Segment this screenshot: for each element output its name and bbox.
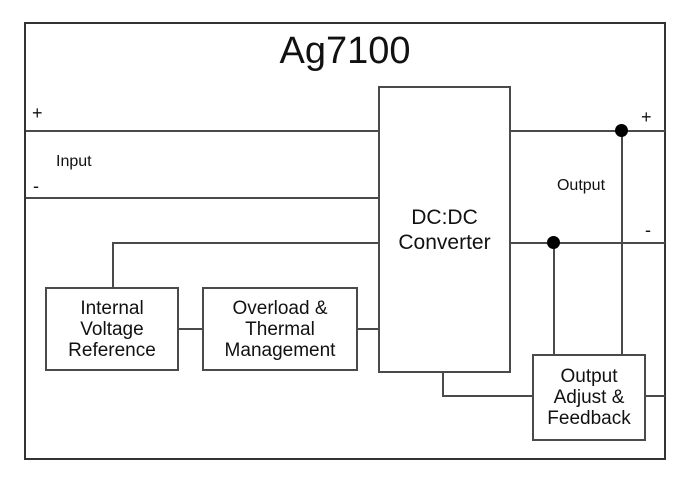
ivr-label-line3: Reference: [68, 339, 156, 361]
wire-output-positive: [511, 130, 665, 132]
wire-feedback-to-right-edge: [646, 395, 665, 397]
junction-dot-negative-output: [547, 236, 560, 249]
wire-overload-to-converter: [358, 328, 378, 330]
overload-label-line3: Management: [224, 339, 336, 361]
overload-label-line1: Overload &: [232, 297, 328, 319]
oaf-label-line1: Output: [560, 366, 618, 387]
oaf-label-line3: Feedback: [547, 408, 631, 429]
dcdc-converter-label-line2: Converter: [398, 230, 491, 254]
internal-voltage-reference-block: Internal Voltage Reference: [45, 287, 179, 371]
wire-input-negative: [26, 197, 378, 199]
overload-label-line2: Thermal: [245, 318, 315, 340]
input-label: Input: [56, 153, 92, 170]
output-negative-sign: -: [645, 220, 651, 240]
wire-input-positive: [26, 130, 378, 132]
wire-converter-feedback-vertical: [442, 373, 444, 397]
wire-reference-to-overload: [179, 328, 202, 330]
overload-thermal-management-block: Overload & Thermal Management: [202, 287, 358, 371]
dcdc-converter-label-line1: DC:DC: [411, 205, 478, 229]
wire-positive-sense-drop: [621, 130, 623, 354]
module-outline: [24, 22, 666, 460]
wire-negative-sense-drop: [553, 242, 555, 354]
ivr-label-line1: Internal: [80, 297, 144, 319]
output-adjust-feedback-block: Output Adjust & Feedback: [532, 354, 646, 441]
dcdc-converter-block: DC:DC Converter: [378, 86, 511, 373]
junction-dot-positive-output: [615, 124, 628, 137]
output-positive-sign: +: [641, 107, 652, 127]
ivr-label-line2: Voltage: [80, 318, 144, 340]
wire-converter-feedback-horizontal: [442, 395, 532, 397]
input-negative-sign: -: [33, 176, 39, 196]
module-title: Ag7100: [279, 30, 411, 72]
wire-reference-vertical: [112, 242, 114, 287]
wire-output-negative: [511, 242, 665, 244]
wire-reference-horizontal: [112, 242, 378, 244]
oaf-label-line2: Adjust &: [553, 387, 625, 408]
output-label: Output: [556, 177, 606, 194]
input-positive-sign: +: [32, 103, 43, 123]
